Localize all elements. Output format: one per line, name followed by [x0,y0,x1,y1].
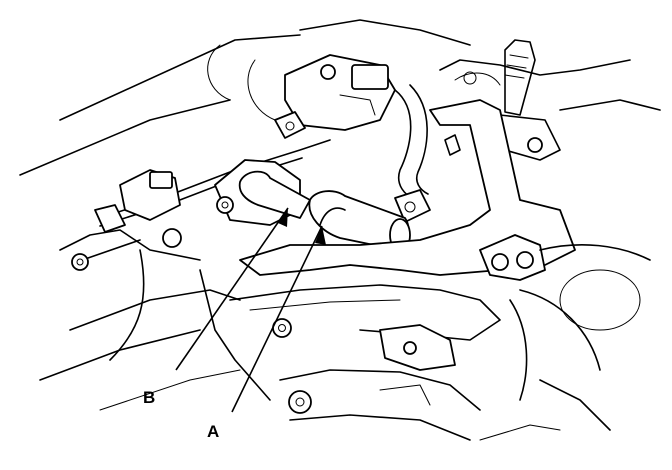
leader-arrows [175,207,326,413]
hydraulic-hose [394,84,431,223]
engine-mount [379,234,651,401]
release-cylinder-assembly [214,159,411,252]
lower-housing [279,369,611,441]
arrow-b-head [278,208,288,227]
callout-label-a: A [207,422,219,441]
hydraulic-fitting-block [274,54,396,139]
transmission-housing-outline [19,34,301,411]
arrow-a [231,225,323,413]
clutch-cable [71,139,331,271]
arrow-a-head [315,226,326,245]
callout-label-b: B [143,388,155,407]
arrow-b [175,207,289,371]
upper-engine-components [299,19,661,161]
